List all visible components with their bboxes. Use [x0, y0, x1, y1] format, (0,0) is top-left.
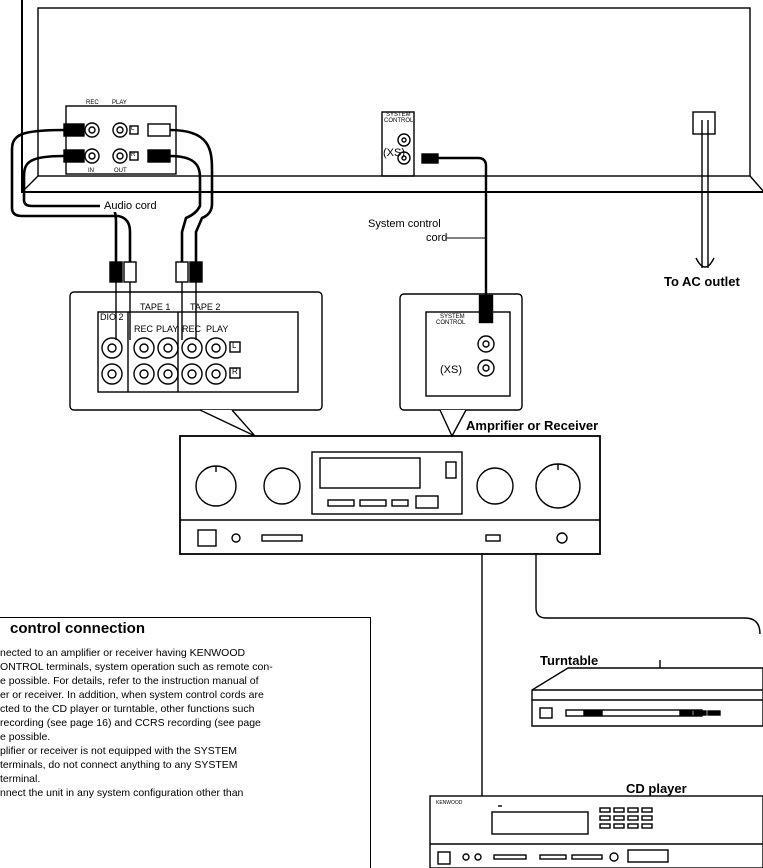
- system-control-note: control connection nected to an amplifie…: [0, 617, 371, 868]
- audio-cords: [10, 128, 214, 262]
- ac-cord: [692, 111, 716, 268]
- turntable: [531, 660, 763, 727]
- amp-dio-label: DIO 2: [100, 312, 124, 322]
- amp-rec2-label: REC: [182, 324, 202, 334]
- note-line: nnect the unit in any system configurati…: [0, 787, 244, 799]
- deck-play-label: PLAY: [112, 100, 127, 106]
- amp-play2-label: PLAY: [206, 324, 229, 334]
- deck-system-label: SYSTEM: [386, 112, 411, 118]
- note-line: e possible. For details, refer to the in…: [0, 675, 259, 687]
- note-line: terminals, do not connect anything to an…: [0, 759, 238, 771]
- amp-control-label: CONTROL: [436, 320, 466, 326]
- note-line: terminal.: [0, 773, 41, 785]
- system-control-cord-label-1: System control: [368, 218, 441, 230]
- cassette-deck-rear: [21, 0, 763, 193]
- amp-input-jacks-panel: [69, 261, 323, 437]
- amplifier-label: Amprifier or Receiver: [466, 418, 599, 433]
- deck-control-label: CONTROL: [384, 118, 414, 124]
- cd-brand-label: KENWOOD: [436, 800, 463, 806]
- amp-rec1-label: REC: [134, 324, 154, 334]
- amp-xs-label: (XS): [440, 364, 462, 376]
- note-line: plifier or receiver is not equipped with…: [0, 745, 237, 757]
- amplifier: [179, 435, 601, 555]
- note-line: er or receiver. In addition, when system…: [0, 689, 264, 701]
- note-line: recording (see page 16) and CCRS recordi…: [0, 717, 261, 729]
- amp-tape2-label: TAPE 2: [190, 302, 221, 312]
- deck-rec-label: REC: [86, 100, 99, 106]
- note-title: control connection: [10, 620, 145, 637]
- audio-cord-label: Audio cord: [100, 200, 161, 212]
- cd-player: [429, 795, 763, 868]
- cd-player-label: CD player: [626, 781, 687, 796]
- note-line: ONTROL terminals, system operation such …: [0, 661, 273, 673]
- deck-rec-play-jacks: [63, 105, 177, 175]
- deck-xs-label: (XS): [383, 147, 405, 159]
- turntable-label: Turntable: [540, 653, 599, 668]
- amp-system-label: SYSTEM: [440, 314, 465, 320]
- deck-r-label: R: [131, 152, 136, 158]
- ac-outlet-label: To AC outlet: [664, 274, 740, 289]
- note-line: cted to the CD player or turntable, othe…: [0, 703, 255, 715]
- amp-link-cords: [481, 554, 761, 796]
- deck-l-label: L: [131, 126, 135, 132]
- amp-play1-label: PLAY: [156, 324, 179, 334]
- system-control-cord-label-2: cord: [426, 232, 448, 244]
- deck-in-label: IN: [88, 168, 94, 174]
- amp-tape1-label: TAPE 1: [140, 302, 171, 312]
- system-control-cord: [438, 156, 494, 324]
- amp-system-control-panel: [399, 293, 523, 438]
- note-line: nected to an amplifier or receiver havin…: [0, 647, 246, 659]
- amp-r-label: R: [232, 367, 238, 376]
- amp-l-label: L: [232, 341, 237, 350]
- deck-out-label: OUT: [114, 168, 127, 174]
- note-line: e possible.: [0, 731, 51, 743]
